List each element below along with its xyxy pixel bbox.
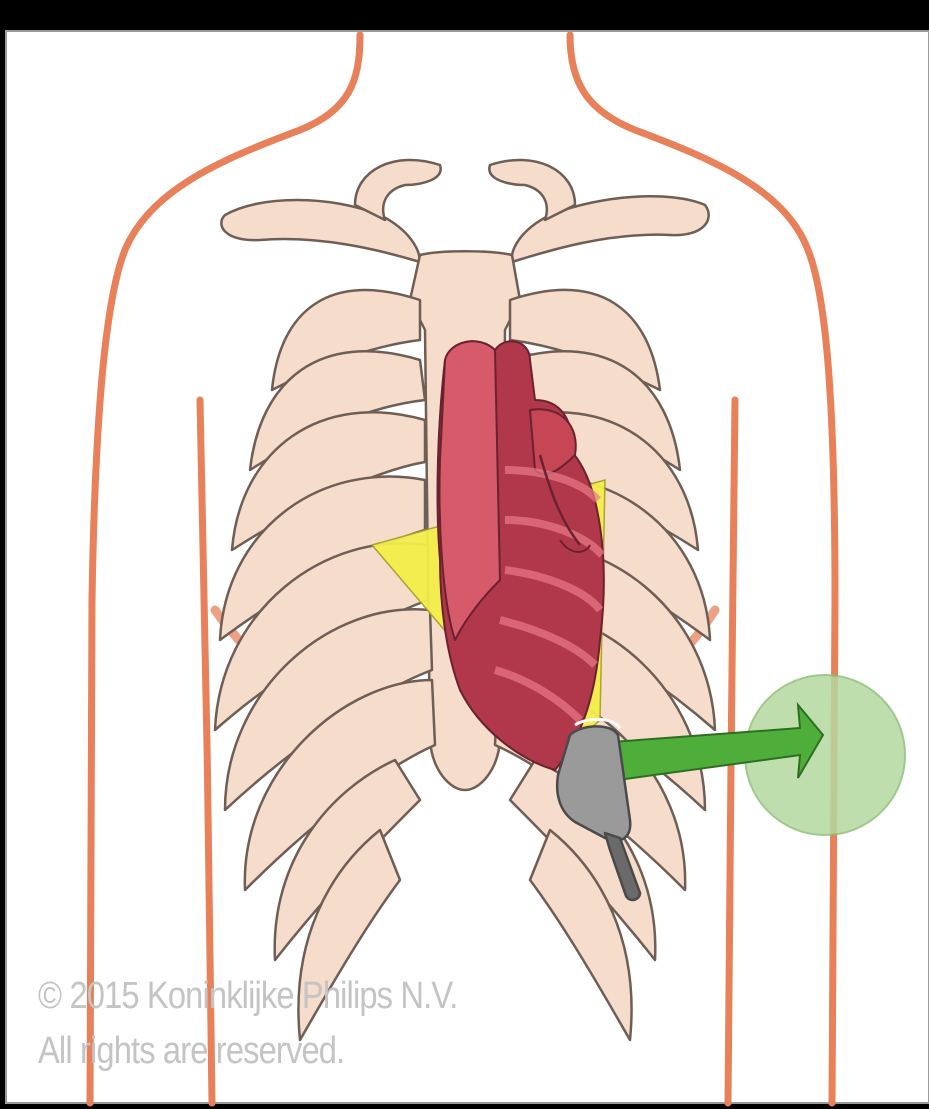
rights-line: All rights are reserved. bbox=[38, 1030, 344, 1073]
copyright-line: © 2015 Koninklijke Philips N.V. bbox=[38, 975, 457, 1018]
